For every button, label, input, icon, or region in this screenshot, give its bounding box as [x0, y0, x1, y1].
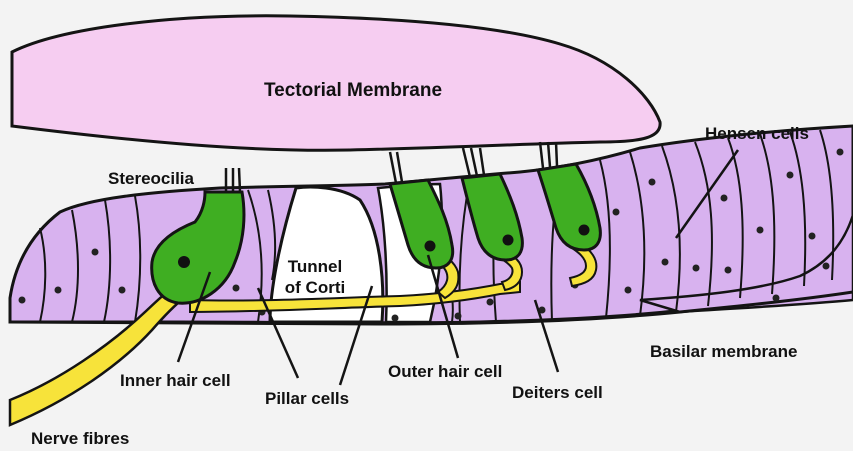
label-outer-hair-cell: Outer hair cell — [388, 362, 502, 381]
label-tectorial-membrane: Tectorial Membrane — [264, 80, 442, 101]
label-basilar-membrane: Basilar membrane — [650, 342, 797, 361]
label-nerve-fibres: Nerve fibres — [31, 429, 129, 448]
label-hensen-cells: Hensen cells — [705, 124, 809, 143]
label-inner-hair-cell: Inner hair cell — [120, 371, 231, 390]
label-tunnel-line2: of Corti — [285, 278, 345, 297]
label-stereocilia: Stereocilia — [108, 169, 195, 188]
label-tunnel-line1: Tunnel — [288, 257, 342, 276]
label-pillar-cells: Pillar cells — [265, 389, 349, 408]
label-deiters-cell: Deiters cell — [512, 383, 603, 402]
